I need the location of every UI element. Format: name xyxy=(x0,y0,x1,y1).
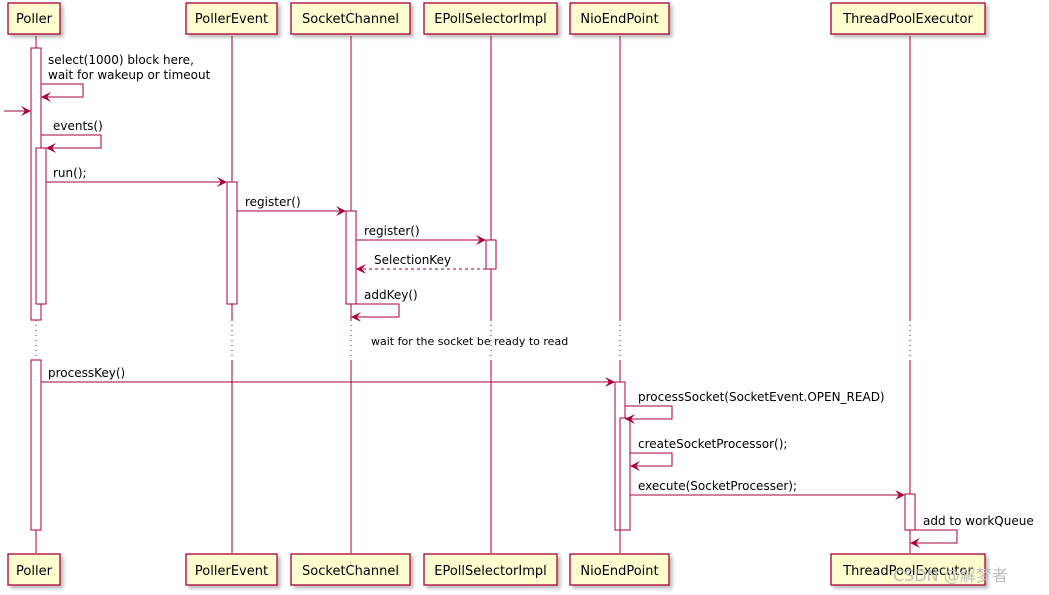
participant-poller-top: Poller xyxy=(7,2,61,35)
participant-label: EPollSelectorImpl xyxy=(434,564,547,579)
participant-label: ThreadPoolExecutor xyxy=(842,564,973,579)
message-select-label-2: wait for wakeup or timeout xyxy=(48,68,211,82)
participant-label: EPollSelectorImpl xyxy=(434,12,547,27)
participant-label: PollerEvent xyxy=(195,564,268,579)
message-selectionkey-label: SelectionKey xyxy=(374,253,451,267)
participant-poller-bottom: Poller xyxy=(7,553,61,586)
participant-label: SocketChannel xyxy=(302,564,399,579)
participant-label: ThreadPoolExecutor xyxy=(842,12,973,27)
activation-poller-2 xyxy=(35,147,47,305)
participant-pollerevent-bottom: PollerEvent xyxy=(185,553,278,586)
message-addkey-label: addKey() xyxy=(364,288,418,302)
participants-top: Poller PollerEvent SocketChannel EPollSe… xyxy=(7,2,986,35)
participant-label: NioEndPoint xyxy=(580,12,658,27)
divider-label: wait for the socket be ready to read xyxy=(371,335,568,348)
participant-socketchannel-bottom: SocketChannel xyxy=(290,553,411,586)
participant-threadpoolexecutor-bottom: ThreadPoolExecutor xyxy=(830,553,986,586)
participant-epollselectorimpl-top: EPollSelectorImpl xyxy=(423,2,558,35)
message-register-label-1: register() xyxy=(245,195,301,209)
message-events-label: events() xyxy=(53,119,103,133)
message-register-label-2: register() xyxy=(364,224,420,238)
message-run-label: run(); xyxy=(53,166,87,180)
message-select-arrow xyxy=(41,83,84,102)
message-processsocket-label: processSocket(SocketEvent.OPEN_READ) xyxy=(638,390,885,404)
participant-threadpoolexecutor-top: ThreadPoolExecutor xyxy=(830,2,986,35)
participant-label: Poller xyxy=(16,12,53,27)
participant-label: PollerEvent xyxy=(195,12,268,27)
participant-pollerevent-top: PollerEvent xyxy=(185,2,278,35)
message-labels: select(1000) block here, wait for wakeup… xyxy=(48,53,1034,528)
activation-nioendpoint-2 xyxy=(619,417,631,531)
participant-nioendpoint-bottom: NioEndPoint xyxy=(569,553,670,586)
participant-label: Poller xyxy=(16,564,53,579)
participant-epollselectorimpl-bottom: EPollSelectorImpl xyxy=(423,553,558,586)
message-select-label-1: select(1000) block here, xyxy=(48,53,194,67)
participants-bottom: Poller PollerEvent SocketChannel EPollSe… xyxy=(7,553,986,586)
message-execute-label: execute(SocketProcesser); xyxy=(638,479,797,493)
message-processsocket-arrow xyxy=(625,405,673,424)
message-add-to-workqueue-arrow xyxy=(910,529,958,548)
watermark: CSDN @解梦者 xyxy=(893,566,1008,585)
message-add-to-workqueue-label: add to workQueue xyxy=(923,514,1034,528)
activation-epollselectorimpl xyxy=(485,239,497,270)
message-addkey-arrow xyxy=(351,303,400,322)
activation-pollerevent xyxy=(226,181,238,305)
activation-threadpoolexecutor xyxy=(904,493,916,531)
lifelines xyxy=(35,36,911,553)
message-processkey-label: processKey() xyxy=(48,366,125,380)
activation-socketchannel xyxy=(345,210,357,305)
participant-label: NioEndPoint xyxy=(580,564,658,579)
activation-poller-3 xyxy=(30,359,42,531)
participant-socketchannel-top: SocketChannel xyxy=(290,2,411,35)
message-createsocketprocessor-label: createSocketProcessor(); xyxy=(638,437,787,451)
participant-nioendpoint-top: NioEndPoint xyxy=(569,2,670,35)
message-createsocketprocessor-arrow xyxy=(630,452,673,471)
activation-bars xyxy=(30,47,916,531)
message-events-arrow xyxy=(41,134,102,153)
participant-label: SocketChannel xyxy=(302,12,399,27)
